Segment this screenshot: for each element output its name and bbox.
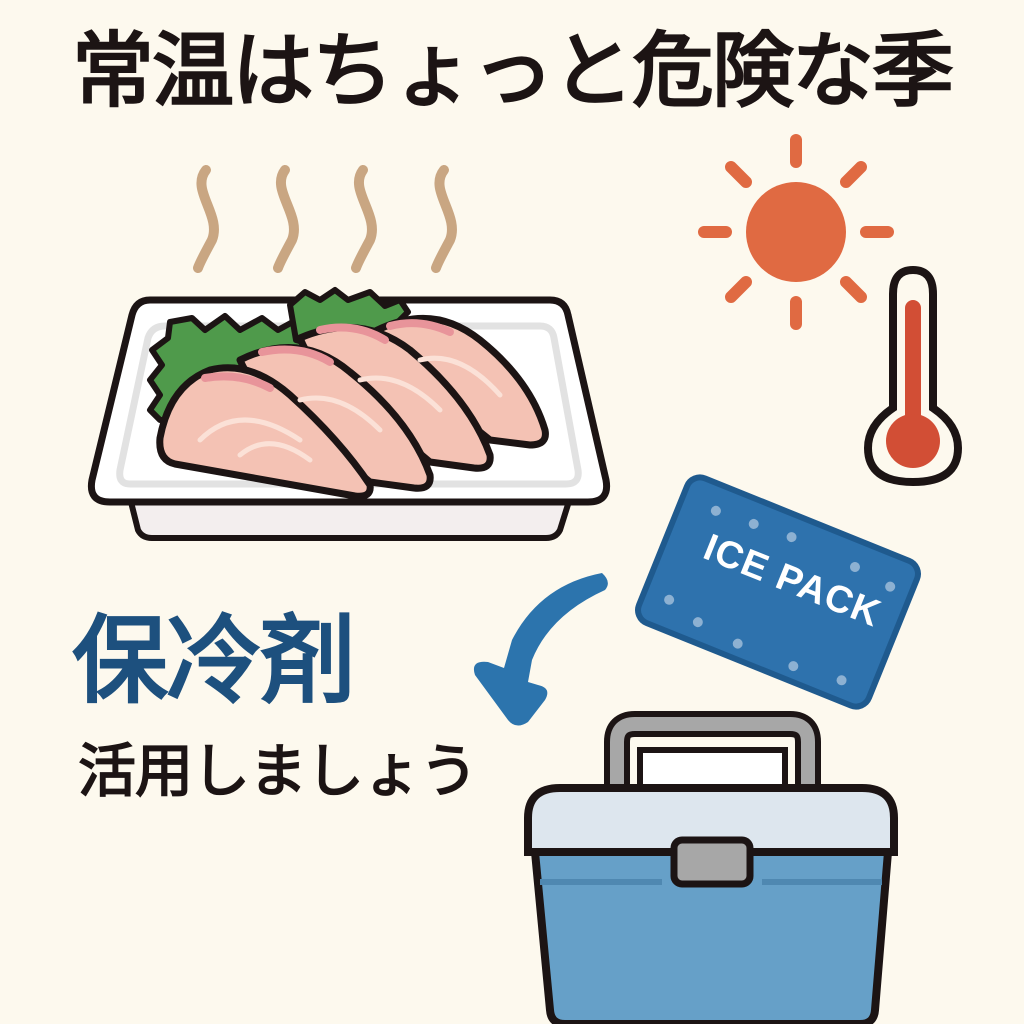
thermometer-icon <box>863 265 963 487</box>
cooler-box-icon <box>524 711 898 1024</box>
sun-icon <box>698 134 894 330</box>
ice-pack-icon <box>635 474 921 710</box>
steam-icon <box>193 165 457 273</box>
arrow-down-left-icon <box>473 573 608 726</box>
sashimi-tray-icon <box>87 287 611 541</box>
headline-ice-pack: 保冷剤 <box>72 605 356 717</box>
subline-use-it: 活用しましょう <box>78 737 478 805</box>
page-title: 常温はちょっと危険な季 <box>71 24 954 119</box>
